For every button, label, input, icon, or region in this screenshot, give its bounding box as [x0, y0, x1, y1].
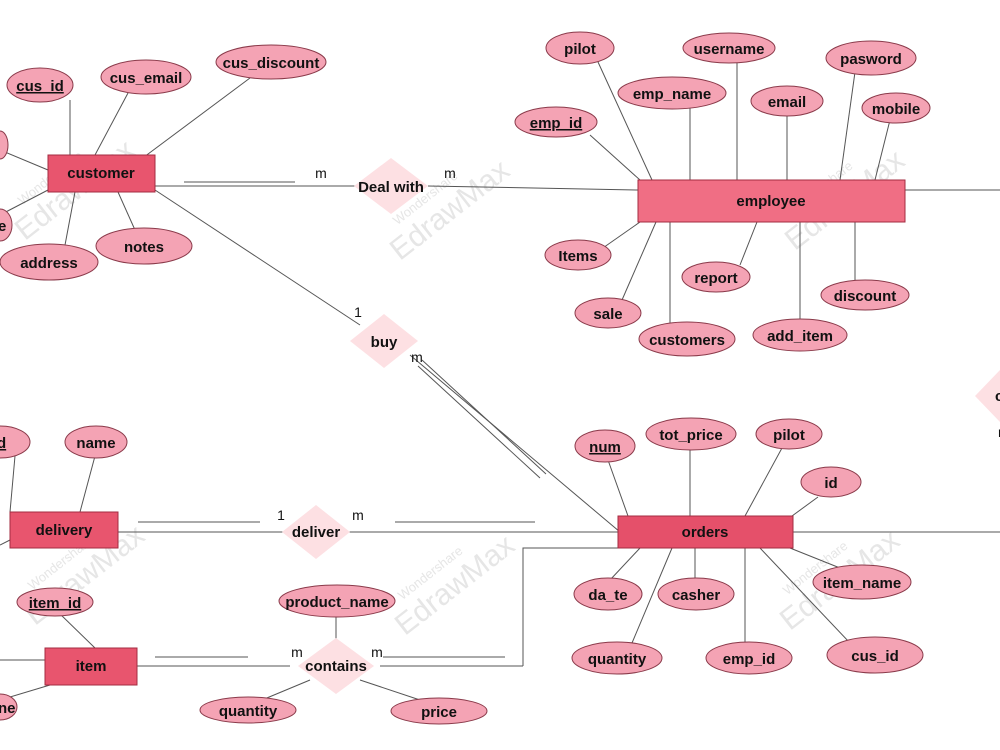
relationship-contains: contains — [298, 638, 374, 694]
cardinality-label: m — [371, 644, 383, 660]
attribute-emp-id: emp_id — [723, 651, 776, 668]
entity-delivery: delivery — [9, 511, 119, 549]
attribute-items: Items — [558, 248, 597, 265]
entities: customer employee delivery orders item — [9, 154, 906, 686]
relationship-deliver: deliver — [282, 505, 350, 559]
attribute-id: id — [824, 475, 837, 492]
attribute-report: report — [694, 270, 737, 287]
attribute-tot-price: tot_price — [659, 427, 722, 444]
entity-item-label: item — [76, 658, 107, 675]
attribute-da-te: da_te — [588, 587, 627, 604]
attribute-mobile: mobile — [872, 101, 920, 118]
attribute-labels: cus_id cus_email cus_discount e address … — [0, 41, 920, 721]
attribute-price: price — [421, 704, 457, 721]
attribute-cus-id: cus_id — [16, 78, 64, 95]
attribute-customers: customers — [649, 332, 725, 349]
attribute-discount: discount — [834, 288, 897, 305]
attribute-customer-partial: e — [0, 218, 6, 235]
attribute-cus-discount: cus_discount — [223, 55, 320, 72]
attribute-name: name — [76, 435, 115, 452]
entity-orders: orders — [617, 515, 794, 549]
attribute-sale: sale — [593, 306, 622, 323]
attribute-cus-email: cus_email — [110, 70, 183, 87]
relationships: Deal with buy deliver contains c — [282, 158, 1000, 694]
attribute-emp-id: emp_id — [530, 115, 583, 132]
attributes — [0, 31, 931, 725]
cardinality-label: m — [291, 644, 303, 660]
attribute-pasword: pasword — [840, 51, 902, 68]
attribute-item-name: item_name — [823, 575, 901, 592]
entity-orders-label: orders — [682, 524, 729, 541]
cardinalities: m m 1 m 1 m m m r — [277, 165, 1000, 660]
relationship-buy: buy — [350, 314, 418, 368]
attribute-product-name: product_name — [285, 594, 388, 611]
attribute-quantity: quantity — [588, 651, 647, 668]
attribute-num: num — [589, 439, 621, 456]
relationship-deal-with: Deal with — [354, 158, 428, 214]
attribute-notes: notes — [124, 239, 164, 256]
entity-item: item — [44, 647, 138, 686]
cardinality-label: m — [411, 349, 423, 365]
entity-employee-label: employee — [736, 193, 805, 210]
cardinality-label: m — [352, 507, 364, 523]
attribute-pilot: pilot — [773, 427, 805, 444]
attribute-emp-name: emp_name — [633, 86, 711, 103]
cardinality-label: 1 — [277, 507, 285, 523]
relationship-deliver-label: deliver — [292, 524, 341, 541]
relationship-deal-with-label: Deal with — [358, 179, 424, 196]
watermark: Wondershare EdrawMax — [389, 529, 521, 642]
attribute-quantity: quantity — [219, 703, 278, 720]
attribute-casher: casher — [672, 587, 721, 604]
relationship-buy-label: buy — [371, 334, 398, 351]
attribute-pilot: pilot — [564, 41, 596, 58]
cardinality-label: 1 — [354, 304, 362, 320]
attribute-address: address — [20, 255, 78, 272]
attribute-add-item: add_item — [767, 328, 833, 345]
attribute-cus-id: cus_id — [851, 648, 899, 665]
attribute-email: email — [768, 94, 806, 111]
cardinality-label: m — [444, 165, 456, 181]
attribute-item-partial: ne — [0, 700, 16, 717]
attribute-delivery-partial: d — [0, 435, 6, 452]
entity-customer-label: customer — [67, 165, 135, 182]
attribute-item-id: item_id — [29, 595, 82, 612]
entity-customer: customer — [47, 154, 156, 193]
entity-delivery-label: delivery — [36, 522, 93, 539]
relationship-partial-right: c — [975, 370, 1000, 422]
relationship-partial-right-label: c — [995, 388, 1000, 405]
cardinality-label: m — [315, 165, 327, 181]
attribute-username: username — [694, 41, 765, 58]
connector-lines — [0, 61, 1000, 701]
relationship-contains-label: contains — [305, 658, 367, 675]
entity-employee: employee — [637, 179, 906, 223]
cardinality-label: r — [998, 424, 1000, 440]
